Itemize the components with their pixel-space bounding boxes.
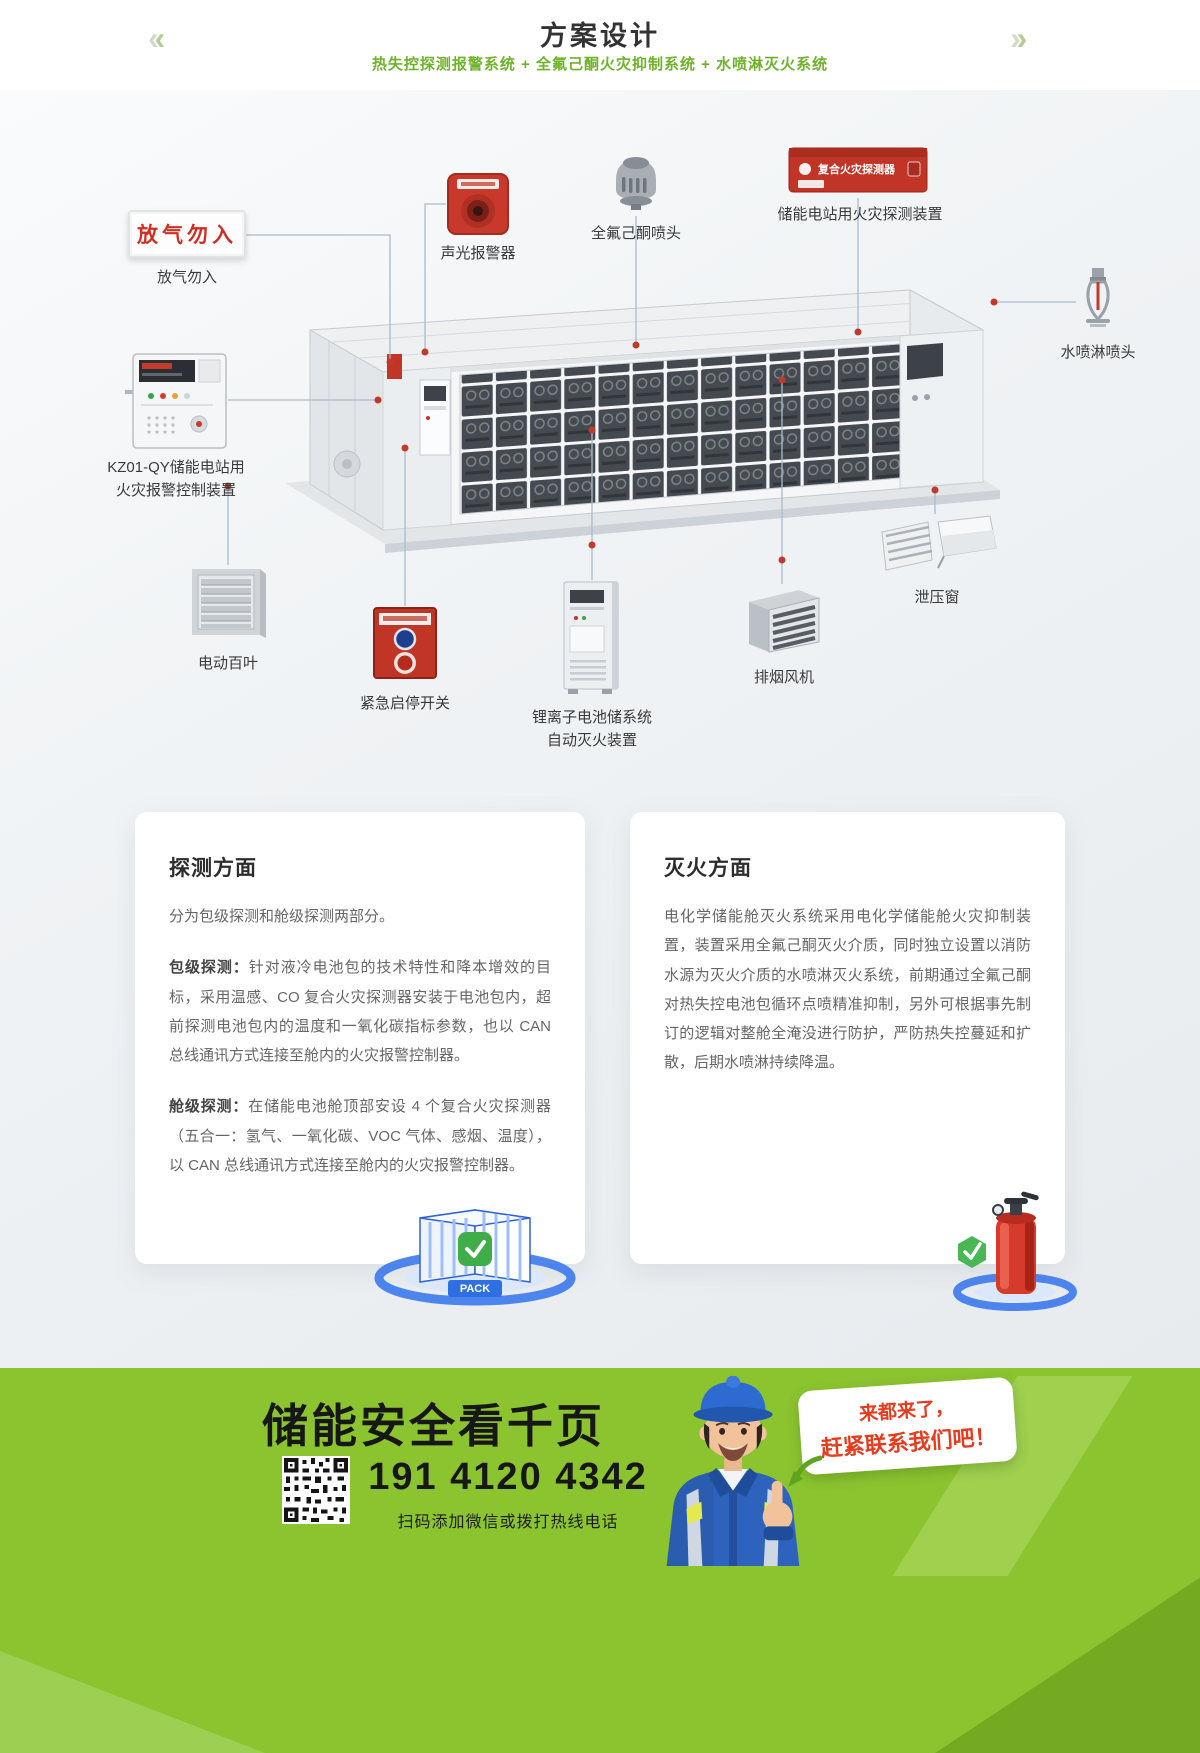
footer-headline: 储能安全看千页 xyxy=(262,1400,605,1452)
footer-phone: 191 4120 4342 xyxy=(368,1456,648,1498)
detection-card: 探测方面 分为包级探测和舱级探测两部分。 包级探测：针对液冷电池包的技术特性和降… xyxy=(135,812,585,1264)
right-chevrons-icon: ›› xyxy=(1010,20,1028,56)
callout-label-alarm: 声光报警器 xyxy=(440,245,516,262)
controller-label-line2: 火灾报警控制装置 xyxy=(115,482,236,500)
no-entry-gas-sign: 放气勿入 xyxy=(128,210,246,258)
left-chevrons-icon: ‹‹ xyxy=(148,20,166,56)
pressure-relief-window-device xyxy=(881,515,997,571)
detection-card-intro: 分为包级探测和舱级探测两部分。 xyxy=(169,908,395,925)
footer: 储能安全看千页 191 4120 4342 扫 xyxy=(0,1368,1200,1753)
detection-cabin-lead: 舱级探测： xyxy=(169,1098,249,1116)
fire-detector-device: 复合火灾探测器 xyxy=(788,147,928,193)
callout-label-nozzle: 全氟己酮喷头 xyxy=(590,225,681,242)
callout-label-switch: 紧急启停开关 xyxy=(359,695,450,712)
sprinkler-head-device xyxy=(1086,268,1110,327)
emergency-switch-device xyxy=(373,607,437,679)
electric-louver-device xyxy=(192,569,266,638)
callout-label-controller: KZ01-QY储能电站用 火灾报警控制装置 xyxy=(88,456,264,503)
callout-label-battery-cabinet: 锂离子电池储系统 自动灭火装置 xyxy=(517,706,667,753)
callout-label-sign: 放气勿入 xyxy=(156,269,217,286)
novec-nozzle-device xyxy=(616,157,656,210)
bubble-line2: 赶紧联系我们吧！ xyxy=(819,1423,998,1461)
worker-photo xyxy=(666,1375,800,1566)
suppression-card: 灭火方面 电化学储能舱灭火系统采用电化学储能舱火灾抑制装置，装置采用全氟己酮灭火… xyxy=(630,812,1065,1264)
battery-suppression-cabinet-device xyxy=(563,581,619,694)
bubble-arrow-icon xyxy=(788,1455,823,1487)
storage-container-illustration xyxy=(285,289,1000,553)
callout-label-louver: 电动百叶 xyxy=(197,655,258,672)
pack-badge-text: PACK xyxy=(460,1283,490,1295)
suppression-card-text: 电化学储能舱灭火系统采用电化学储能舱火灾抑制装置，装置采用全氟己酮灭火介质，同时… xyxy=(664,908,1031,1072)
detection-pack-lead: 包级探测： xyxy=(169,959,249,977)
controller-label-line1: KZ01-QY储能电站用 xyxy=(107,459,245,476)
page-title: 方案设计 xyxy=(540,21,660,51)
detection-card-cabin-paragraph: 舱级探测：在储能电池舱顶部安设 4 个复合火灾探测器（五合一：氢气、一氧化碳、V… xyxy=(169,1092,551,1180)
battery-pack-illustration: PACK xyxy=(374,1209,576,1306)
footer-caption: 扫码添加微信或拨打热线电话 xyxy=(397,1514,619,1531)
callout-label-vent: 泄压窗 xyxy=(914,589,960,606)
speech-bubble: 来都来了， 赶紧联系我们吧！ xyxy=(797,1376,1018,1476)
fire-alarm-controller-device xyxy=(125,353,227,449)
sound-light-alarm-device xyxy=(447,173,509,235)
callout-label-fan: 排烟风机 xyxy=(753,669,814,686)
battery-cabinet-label-line1: 锂离子电池储系统 xyxy=(531,709,652,726)
detection-pack-text: 针对液冷电池包的技术特性和降本增效的目标，采用温感、CO 复合火灾探测器安装于电… xyxy=(169,959,551,1064)
callout-label-detector: 储能电站用火灾探测装置 xyxy=(777,206,943,223)
fire-extinguisher-illustration xyxy=(953,1191,1077,1311)
qr-code xyxy=(282,1456,350,1524)
fire-detector-device-text: 复合火灾探测器 xyxy=(817,162,896,176)
bubble-line1: 来都来了， xyxy=(858,1397,955,1425)
detection-cabin-text: 在储能电池舱顶部安设 4 个复合火灾探测器（五合一：氢气、一氧化碳、VOC 气体… xyxy=(169,1098,551,1174)
page-subtitle: 热失控探测报警系统 + 全氟己酮火灾抑制系统 + 水喷淋灭火系统 xyxy=(371,56,829,73)
callout-label-sprinkler: 水喷淋喷头 xyxy=(1060,344,1136,361)
no-entry-gas-sign-text: 放气勿入 xyxy=(137,224,237,247)
battery-cabinet-label-line2: 自动灭火装置 xyxy=(546,732,637,750)
smoke-exhaust-fan-device xyxy=(749,590,820,653)
footer-deco-right-triangle xyxy=(935,1577,1200,1753)
detection-card-pack-paragraph: 包级探测：针对液冷电池包的技术特性和降本增效的目标，采用温感、CO 复合火灾探测… xyxy=(169,953,551,1070)
suppression-card-title: 灭火方面 xyxy=(664,857,752,880)
footer-deco-left-triangle xyxy=(0,1651,265,1753)
detection-card-title: 探测方面 xyxy=(169,857,257,880)
